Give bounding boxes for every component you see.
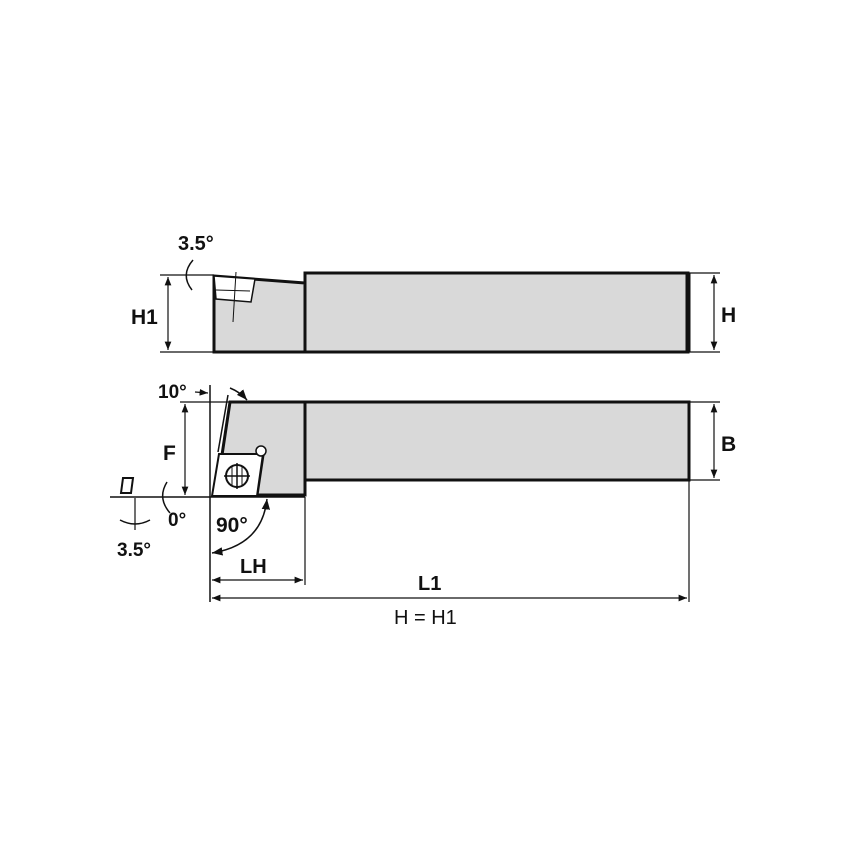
h1-label: H1 (131, 306, 158, 329)
zero-angle-arc (161, 481, 171, 514)
side-angle-arc (229, 387, 248, 401)
clearance-angle-icon (119, 477, 135, 494)
h-label: H (721, 304, 736, 327)
zero-angle-label: 0° (168, 510, 186, 531)
b-label: B (721, 433, 736, 456)
insert-screw-icon (224, 463, 250, 489)
l1-label: L1 (418, 573, 441, 595)
side-angle-label: 10° (158, 382, 187, 403)
note-label: H = H1 (394, 607, 457, 629)
plan-view (110, 385, 720, 602)
top-angle-label: 3.5° (178, 233, 214, 255)
f-label: F (163, 442, 176, 465)
top-angle-arc (185, 259, 194, 291)
lh-label: LH (240, 556, 267, 578)
top-shank (303, 271, 690, 354)
lead-angle-arc (211, 498, 271, 556)
lead-angle-label: 90° (216, 514, 248, 537)
top-view (160, 259, 720, 354)
bottom-angle-label: 3.5° (117, 540, 151, 561)
plan-shank (303, 400, 691, 482)
